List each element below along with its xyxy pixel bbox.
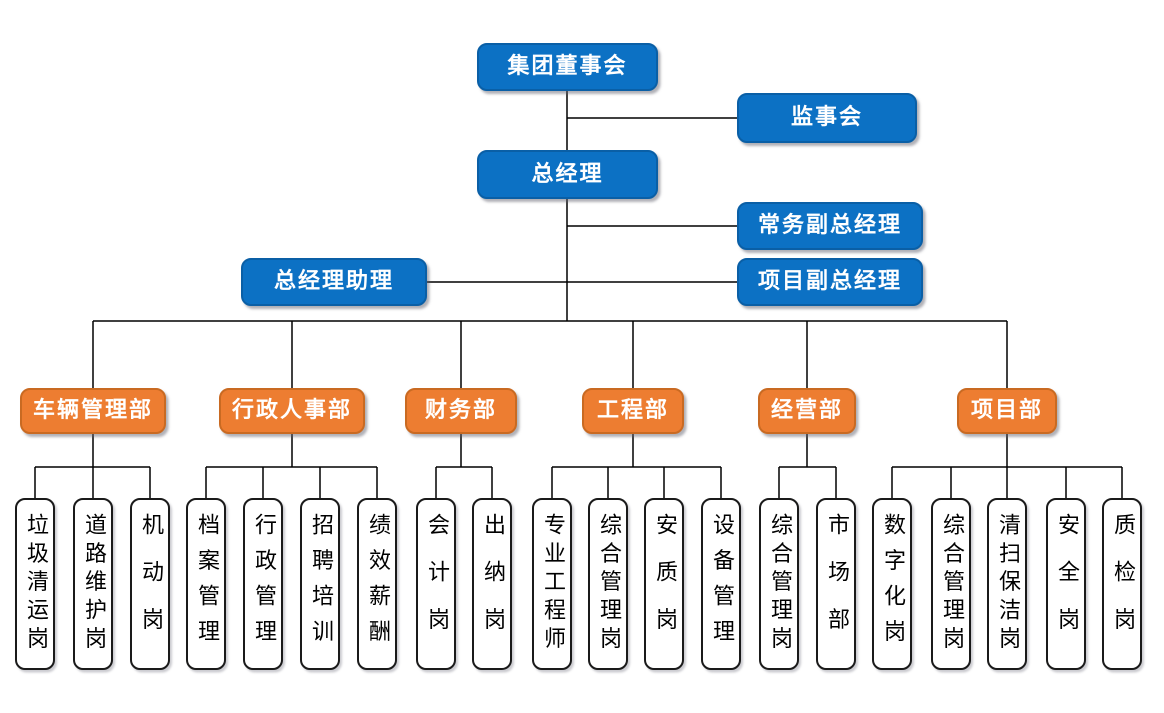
pos-professional-engineer: 专业工程师	[532, 498, 572, 670]
pos-garbage-removal: 垃圾清运岗	[15, 498, 55, 670]
pos-mobile-duty-label: 机动岗	[138, 513, 163, 655]
pos-market-label: 市场部	[824, 513, 849, 655]
pos-performance-compensation-label: 绩效薪酬	[365, 513, 390, 655]
pos-road-maintenance: 道路维护岗	[73, 498, 113, 670]
pos-safety: 安全岗	[1046, 498, 1086, 670]
pos-recruitment-training: 招聘培训	[300, 498, 340, 670]
dept-operations: 经营部	[758, 388, 856, 434]
dept-admin-hr: 行政人事部	[219, 388, 365, 434]
pos-operations-general-management-label: 综合管理岗	[767, 513, 792, 655]
dept-finance-label: 财务部	[424, 398, 497, 423]
pos-equipment-management: 设备管理	[701, 498, 741, 670]
pos-safety-quality-label: 安质岗	[652, 513, 677, 655]
pos-operations-general-management: 综合管理岗	[759, 498, 799, 670]
dept-operations-label: 经营部	[770, 398, 843, 423]
node-supervisory-board: 监事会	[737, 93, 917, 143]
pos-road-maintenance-label: 道路维护岗	[81, 513, 106, 655]
node-gm-assistant: 总经理助理	[241, 258, 427, 306]
dept-vehicle-management: 车辆管理部	[20, 388, 166, 434]
pos-engineering-general-management: 综合管理岗	[588, 498, 628, 670]
node-executive-deputy-gm-label: 常务副总经理	[757, 213, 902, 238]
pos-accounting-label: 会计岗	[424, 513, 449, 655]
node-executive-deputy-gm: 常务副总经理	[737, 202, 923, 250]
pos-quality-inspection-label: 质检岗	[1110, 513, 1135, 655]
pos-project-general-management: 综合管理岗	[931, 498, 971, 670]
dept-project: 项目部	[957, 388, 1057, 434]
dept-engineering-label: 工程部	[596, 398, 669, 423]
pos-garbage-removal-label: 垃圾清运岗	[23, 513, 48, 655]
pos-cashier: 出纳岗	[472, 498, 512, 670]
node-general-manager-label: 总经理	[531, 161, 604, 187]
pos-digitalization: 数字化岗	[872, 498, 912, 670]
pos-safety-label: 安全岗	[1054, 513, 1079, 655]
dept-admin-hr-label: 行政人事部	[231, 398, 352, 423]
pos-professional-engineer-label: 专业工程师	[540, 513, 565, 655]
pos-administration: 行政管理	[243, 498, 283, 670]
pos-engineering-general-management-label: 综合管理岗	[596, 513, 621, 655]
node-group-board: 集团董事会	[477, 43, 658, 91]
pos-cleaning-label: 清扫保洁岗	[995, 513, 1020, 655]
node-supervisory-board-label: 监事会	[790, 105, 863, 130]
node-project-deputy-gm-label: 项目副总经理	[757, 269, 902, 294]
pos-market: 市场部	[816, 498, 856, 670]
pos-digitalization-label: 数字化岗	[880, 513, 905, 655]
pos-archives-management: 档案管理	[186, 498, 226, 670]
pos-administration-label: 行政管理	[251, 513, 276, 655]
pos-quality-inspection: 质检岗	[1102, 498, 1142, 670]
pos-mobile-duty: 机动岗	[130, 498, 170, 670]
dept-engineering: 工程部	[582, 388, 684, 434]
pos-project-general-management-label: 综合管理岗	[939, 513, 964, 655]
pos-cashier-label: 出纳岗	[480, 513, 505, 655]
node-group-board-label: 集团董事会	[507, 54, 628, 79]
dept-finance: 财务部	[405, 388, 517, 434]
pos-safety-quality: 安质岗	[644, 498, 684, 670]
dept-vehicle-management-label: 车辆管理部	[32, 398, 153, 423]
pos-archives-management-label: 档案管理	[194, 513, 219, 655]
pos-accounting: 会计岗	[416, 498, 456, 670]
pos-cleaning: 清扫保洁岗	[987, 498, 1027, 670]
node-gm-assistant-label: 总经理助理	[273, 269, 394, 294]
pos-recruitment-training-label: 招聘培训	[308, 513, 333, 655]
node-project-deputy-gm: 项目副总经理	[737, 258, 923, 306]
node-general-manager: 总经理	[477, 150, 658, 199]
pos-performance-compensation: 绩效薪酬	[357, 498, 397, 670]
pos-equipment-management-label: 设备管理	[709, 513, 734, 655]
dept-project-label: 项目部	[970, 398, 1043, 423]
